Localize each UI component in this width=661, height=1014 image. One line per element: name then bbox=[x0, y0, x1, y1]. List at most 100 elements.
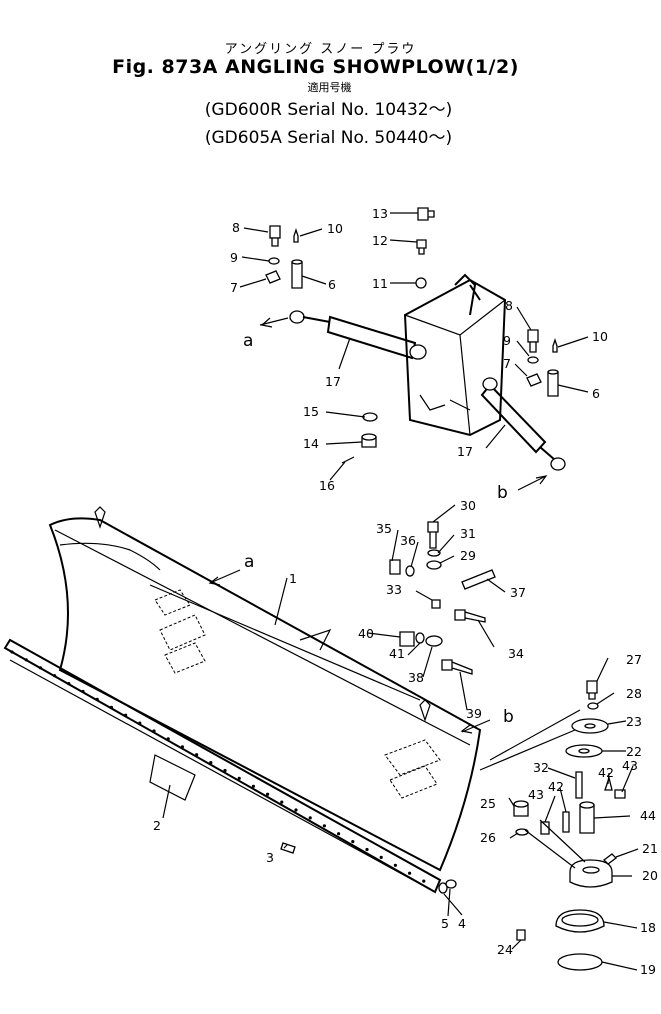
callout-17: 17 bbox=[457, 444, 473, 459]
bolt-hole bbox=[266, 792, 270, 796]
callout-8: 8 bbox=[232, 220, 240, 235]
callout-9: 9 bbox=[230, 250, 238, 265]
callout-b: b bbox=[497, 483, 508, 503]
bolt-hole bbox=[95, 697, 99, 702]
callout-15: 15 bbox=[303, 404, 319, 419]
callout-25: 25 bbox=[480, 796, 496, 811]
callout-b: b bbox=[503, 707, 514, 727]
callout-6: 6 bbox=[592, 386, 600, 401]
callout-34: 34 bbox=[508, 646, 524, 661]
callout-36: 36 bbox=[400, 533, 416, 548]
bolt-hole bbox=[223, 768, 227, 773]
applicable-models-label: 適用号機 bbox=[307, 81, 352, 94]
angle-cylinder-right bbox=[480, 377, 566, 471]
bolt-hole bbox=[351, 840, 355, 844]
callout-30: 30 bbox=[460, 498, 476, 513]
callout-6: 6 bbox=[328, 277, 336, 292]
callout-2: 2 bbox=[153, 818, 161, 833]
serial-range-gd600r: (GD600R Serial No. 10432～) bbox=[204, 100, 453, 120]
callout-21: 21 bbox=[642, 841, 658, 856]
callout-17: 17 bbox=[325, 374, 341, 389]
callout-39: 39 bbox=[466, 706, 482, 721]
edge-bolt-holes bbox=[10, 650, 426, 883]
callout-42: 42 bbox=[598, 765, 614, 780]
callout-5: 5 bbox=[441, 916, 449, 931]
callout-20: 20 bbox=[642, 868, 658, 883]
callout-33: 33 bbox=[386, 582, 402, 597]
callout-11: 11 bbox=[372, 276, 388, 291]
callout-41: 41 bbox=[389, 646, 405, 661]
bolt-hole bbox=[81, 689, 85, 694]
bolt-hole bbox=[10, 650, 14, 654]
bolt-hole bbox=[166, 737, 170, 741]
callout-7: 7 bbox=[230, 280, 238, 295]
bolt-hole bbox=[109, 705, 113, 709]
bolt-hole bbox=[67, 682, 71, 686]
bolt-hole bbox=[237, 776, 241, 781]
bolt-hole bbox=[251, 784, 255, 788]
callout-43: 43 bbox=[528, 787, 544, 802]
callout-38: 38 bbox=[408, 670, 424, 685]
bolt-hole bbox=[53, 674, 57, 678]
leader-lines bbox=[162, 212, 639, 971]
edge-hardware bbox=[280, 842, 457, 894]
callout-26: 26 bbox=[480, 830, 496, 845]
callout-43: 43 bbox=[622, 758, 638, 773]
callout-32: 32 bbox=[533, 760, 549, 775]
bolt-hole bbox=[408, 871, 412, 875]
callout-12: 12 bbox=[372, 233, 388, 248]
bolt-hole bbox=[38, 666, 43, 670]
angle-cylinder-left bbox=[289, 310, 427, 360]
bolt-hole bbox=[422, 879, 426, 883]
callout-1: 1 bbox=[289, 571, 297, 586]
callout-42: 42 bbox=[548, 779, 564, 794]
pivot-hardware bbox=[389, 521, 496, 675]
callout-a: a bbox=[244, 552, 254, 572]
callout-4: 4 bbox=[458, 916, 466, 931]
blade-moldboard bbox=[48, 506, 482, 872]
bolt-hole bbox=[337, 832, 341, 836]
callout-28: 28 bbox=[626, 686, 642, 701]
callout-23: 23 bbox=[626, 714, 642, 729]
frame-bracket bbox=[403, 273, 507, 437]
bolt-hole bbox=[138, 721, 142, 725]
bolt-hole bbox=[322, 824, 326, 828]
callout-3: 3 bbox=[266, 850, 274, 865]
bolt-hole bbox=[24, 658, 28, 662]
reference-arrows bbox=[208, 317, 548, 734]
callout-13: 13 bbox=[372, 206, 388, 221]
bolt-hole bbox=[152, 729, 156, 733]
callout-19: 19 bbox=[640, 962, 656, 977]
callout-29: 29 bbox=[460, 548, 476, 563]
callout-18: 18 bbox=[640, 920, 656, 935]
bolt-hole bbox=[280, 800, 284, 804]
bolt-hole bbox=[180, 745, 184, 749]
bolt-hole bbox=[294, 808, 298, 812]
callout-8: 8 bbox=[505, 298, 513, 313]
upper-right-hardware bbox=[526, 329, 559, 397]
bolt-hole bbox=[393, 863, 397, 867]
callout-16: 16 bbox=[319, 478, 335, 493]
callout-37: 37 bbox=[510, 585, 526, 600]
callout-44: 44 bbox=[640, 808, 656, 823]
callout-9: 9 bbox=[503, 333, 511, 348]
callout-14: 14 bbox=[303, 436, 319, 451]
callout-35: 35 bbox=[376, 521, 392, 536]
cutting-edge bbox=[3, 638, 442, 894]
bolt-hole bbox=[209, 761, 213, 765]
blade-shoe-assembly bbox=[479, 680, 626, 971]
japanese-title: アングリング スノー プラウ bbox=[224, 42, 417, 57]
bolt-hole bbox=[365, 847, 369, 852]
callout-31: 31 bbox=[460, 526, 476, 541]
bolt-hole bbox=[379, 855, 383, 860]
figure-title: Fig. 873A ANGLING SHOWPLOW(1/2) bbox=[112, 56, 519, 78]
bolt-hole bbox=[195, 753, 199, 757]
callout-22: 22 bbox=[626, 744, 642, 759]
bolt-hole bbox=[124, 713, 128, 717]
callout-7: 7 bbox=[503, 356, 511, 371]
callout-10: 10 bbox=[327, 221, 343, 236]
callout-a: a bbox=[243, 331, 253, 351]
callout-27: 27 bbox=[626, 652, 642, 667]
